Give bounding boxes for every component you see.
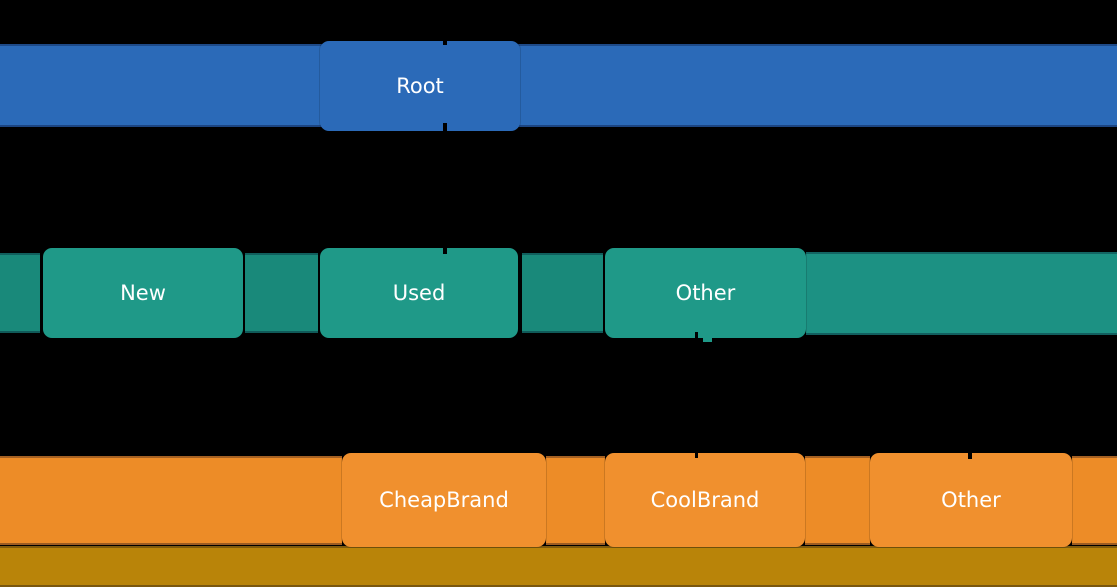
tree-node-label: Root (396, 73, 444, 98)
tree-node-new[interactable]: New (43, 248, 243, 338)
baseline-band (0, 546, 1117, 587)
level-brand-band (546, 456, 605, 545)
connector-mark (443, 123, 447, 131)
connector-mark (443, 41, 447, 45)
tree-node-label: New (120, 280, 166, 305)
level-root-band (0, 44, 1117, 127)
connector-mark (968, 453, 972, 459)
level-condition-band (522, 253, 603, 333)
tree-node-label: Used (392, 280, 446, 305)
tree-node-root[interactable]: Root (320, 41, 520, 131)
connector-mark (703, 338, 712, 342)
tree-node-other[interactable]: Other (605, 248, 806, 338)
connector-mark (443, 248, 447, 254)
tree-node-label: Other (941, 487, 1001, 512)
level-condition-band (0, 253, 40, 333)
level-brand-band (0, 456, 342, 545)
level-condition-band (245, 253, 318, 333)
tree-node-label: CheapBrand (379, 487, 509, 512)
tree-node-label: CoolBrand (650, 487, 760, 512)
connector-mark (695, 332, 698, 338)
level-brand-band (805, 456, 870, 545)
level-condition-band (806, 252, 1117, 335)
tree-node-cheapbrand[interactable]: CheapBrand (342, 453, 546, 547)
level-brand-band (1072, 456, 1117, 545)
connector-mark (695, 453, 698, 458)
tree-node-label: Other (675, 280, 736, 305)
tree-node-coolbrand[interactable]: CoolBrand (605, 453, 805, 547)
tree-node-used[interactable]: Used (320, 248, 518, 338)
tree-node-other[interactable]: Other (870, 453, 1072, 547)
